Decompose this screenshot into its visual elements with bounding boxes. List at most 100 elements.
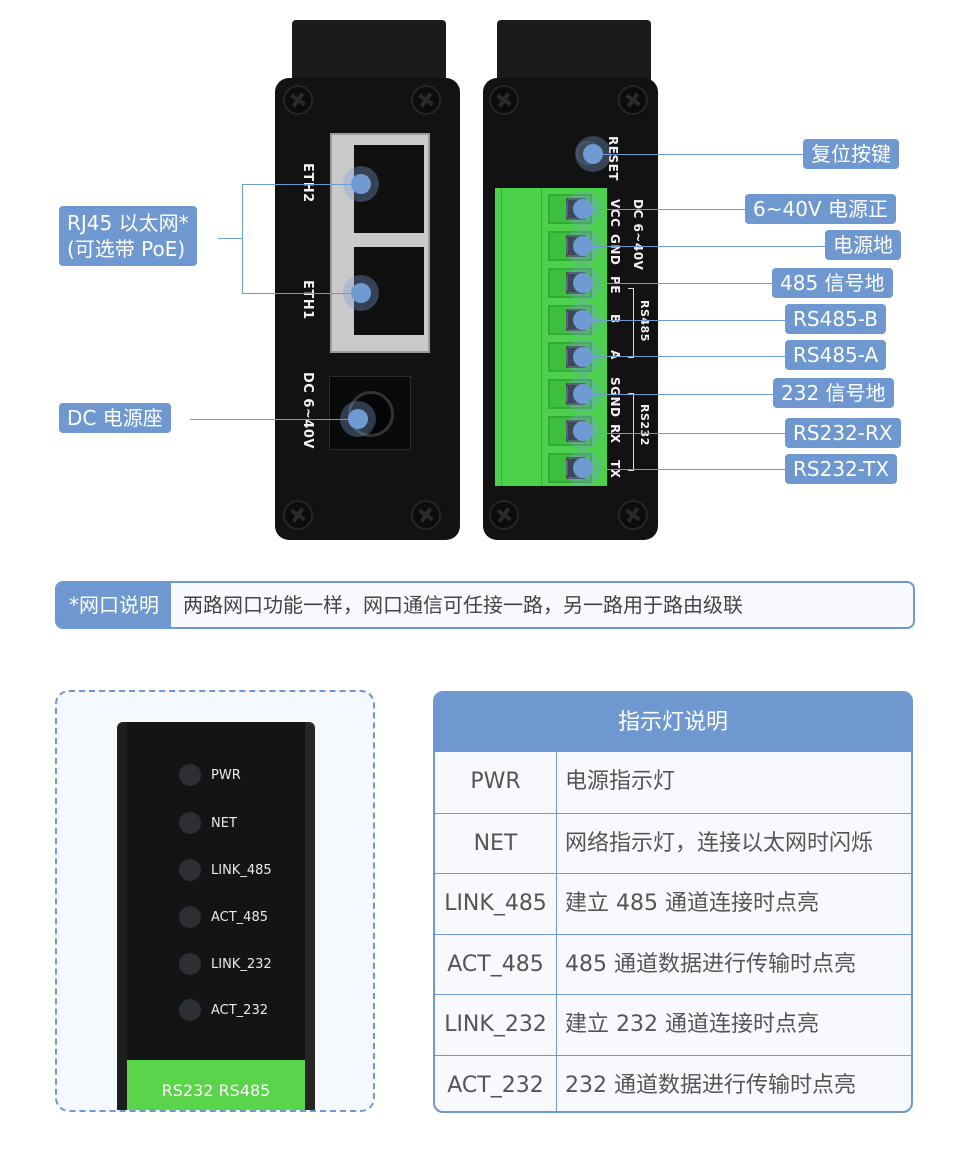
rj45-callout: RJ45 以太网* (可选带 PoE) bbox=[59, 206, 197, 266]
led-label: ACT_232 bbox=[211, 1002, 268, 1018]
led-row-link485: LINK_485 bbox=[179, 859, 272, 881]
terminal-edge bbox=[501, 188, 502, 486]
table-row: PWR 电源指示灯 bbox=[435, 752, 911, 813]
led-row-act485: ACT_485 bbox=[179, 906, 268, 928]
rj45-ports bbox=[330, 133, 430, 353]
callout-line bbox=[585, 283, 775, 284]
led-indicator-icon bbox=[179, 999, 201, 1021]
rs232-tx-callout: RS232-TX bbox=[785, 454, 898, 484]
callout-dot bbox=[565, 339, 601, 375]
led-indicator-icon bbox=[179, 906, 201, 928]
led-label: PWR bbox=[211, 767, 241, 783]
right-device-cap bbox=[497, 20, 651, 88]
vcc-callout: 6~40V 电源正 bbox=[745, 194, 896, 224]
table-row: LINK_232 建立 232 通道连接时点亮 bbox=[435, 994, 911, 1055]
callout-dot bbox=[565, 413, 601, 449]
screw-icon bbox=[283, 500, 313, 530]
led-desc: 建立 232 通道连接时点亮 bbox=[565, 1012, 819, 1037]
led-panel: PWR NET LINK_485 ACT_485 LINK_232 ACT_23… bbox=[55, 690, 375, 1112]
led-desc: 232 通道数据进行传输时点亮 bbox=[565, 1072, 856, 1098]
led-device: PWR NET LINK_485 ACT_485 LINK_232 ACT_23… bbox=[117, 722, 315, 1110]
terminal-edge bbox=[541, 188, 542, 486]
pin-label: B bbox=[608, 314, 622, 324]
ethernet-note: *网口说明 两路网口功能一样，网口通信可任接一路，另一路用于路由级联 bbox=[55, 581, 915, 629]
gnd-callout: 电源地 bbox=[825, 230, 901, 260]
led-indicator-icon bbox=[179, 812, 201, 834]
pin-label: PE bbox=[608, 276, 622, 294]
left-device-cap bbox=[292, 20, 446, 88]
callout-line bbox=[218, 238, 243, 239]
callout-dot bbox=[565, 302, 601, 338]
dc-jack-callout: DC 电源座 bbox=[59, 403, 171, 433]
table-body: PWR 电源指示灯 NET 网络指示灯，连接以太网时闪烁 LINK_485 建立 48… bbox=[435, 752, 911, 1111]
led-label: LINK_485 bbox=[211, 862, 272, 878]
callout-line bbox=[585, 320, 785, 321]
callout-line bbox=[190, 419, 360, 420]
dc-jack[interactable] bbox=[329, 376, 411, 450]
note-title: *网口说明 bbox=[57, 583, 171, 627]
led-indicator-icon bbox=[179, 764, 201, 786]
note-text: 两路网口功能一样，网口通信可任接一路，另一路用于路由级联 bbox=[183, 593, 743, 617]
eth1-label: ETH1 bbox=[300, 280, 315, 320]
callout-line bbox=[585, 246, 825, 247]
led-desc: 网络指示灯，连接以太网时闪烁 bbox=[565, 830, 874, 856]
callout-dot bbox=[565, 450, 601, 486]
screw-icon bbox=[489, 500, 519, 530]
callout-line bbox=[585, 433, 785, 434]
led-name: ACT_485 bbox=[435, 934, 557, 994]
callout-line bbox=[242, 293, 362, 294]
table-row: ACT_485 485 通道数据进行传输时点亮 bbox=[435, 933, 911, 994]
reset-label: RESET bbox=[606, 136, 620, 181]
table-title: 指示灯说明 bbox=[435, 693, 911, 752]
led-name: ACT_232 bbox=[435, 1055, 557, 1111]
model-badge: RS232 RS485 bbox=[127, 1060, 305, 1110]
led-indicator-icon bbox=[179, 953, 201, 975]
screw-icon bbox=[411, 500, 441, 530]
sgnd-callout: 232 信号地 bbox=[773, 378, 894, 408]
callout-line bbox=[585, 209, 745, 210]
dc-voltage-label: DC 6~40V bbox=[300, 372, 315, 449]
table-row: ACT_232 232 通道数据进行传输时点亮 bbox=[435, 1054, 911, 1111]
pin-label: SGND bbox=[608, 377, 622, 418]
screw-icon bbox=[283, 85, 313, 115]
table-row: NET 网络指示灯，连接以太网时闪烁 bbox=[435, 812, 911, 873]
led-label: NET bbox=[211, 815, 237, 831]
rs485-a-callout: RS485-A bbox=[785, 340, 887, 370]
led-desc: 485 通道数据进行传输时点亮 bbox=[565, 951, 856, 977]
led-desc: 电源指示灯 bbox=[565, 769, 676, 794]
callout-line bbox=[585, 394, 775, 395]
led-name: LINK_485 bbox=[435, 874, 557, 934]
rs232-bracket bbox=[628, 393, 634, 471]
callout-line bbox=[242, 184, 243, 294]
screw-icon bbox=[411, 85, 441, 115]
rs485-b-callout: RS485-B bbox=[785, 304, 886, 334]
rj45-callout-line1: RJ45 以太网* bbox=[67, 211, 189, 235]
pe-callout: 485 信号地 bbox=[772, 268, 893, 298]
led-desc: 建立 485 通道连接时点亮 bbox=[565, 891, 819, 916]
callout-line bbox=[242, 184, 362, 185]
led-row-pwr: PWR bbox=[179, 764, 241, 786]
callout-line bbox=[585, 469, 785, 470]
screw-icon bbox=[618, 85, 648, 115]
rj45-callout-line2: (可选带 PoE) bbox=[67, 237, 186, 261]
led-indicator-icon bbox=[179, 859, 201, 881]
pin-label: GND bbox=[608, 234, 622, 266]
led-description-table: 指示灯说明 PWR 电源指示灯 NET 网络指示灯，连接以太网时闪烁 LINK_48… bbox=[433, 691, 913, 1113]
screw-icon bbox=[618, 500, 648, 530]
reset-callout: 复位按键 bbox=[803, 139, 899, 169]
callout-line bbox=[595, 154, 805, 155]
led-row-act232: ACT_232 bbox=[179, 999, 268, 1021]
eth2-label: ETH2 bbox=[300, 163, 315, 203]
led-label: ACT_485 bbox=[211, 909, 268, 925]
led-name: LINK_232 bbox=[435, 995, 557, 1055]
led-row-net: NET bbox=[179, 812, 237, 834]
led-name: PWR bbox=[435, 752, 557, 813]
led-label: LINK_232 bbox=[211, 956, 272, 972]
led-row-link232: LINK_232 bbox=[179, 953, 272, 975]
led-name: NET bbox=[435, 813, 557, 873]
screw-icon bbox=[489, 85, 519, 115]
rs232-group-label: RS232 bbox=[638, 404, 651, 446]
rs485-bracket bbox=[628, 288, 634, 358]
dc-group-label: DC 6~40V bbox=[631, 199, 645, 271]
pin-label: A bbox=[608, 350, 622, 360]
